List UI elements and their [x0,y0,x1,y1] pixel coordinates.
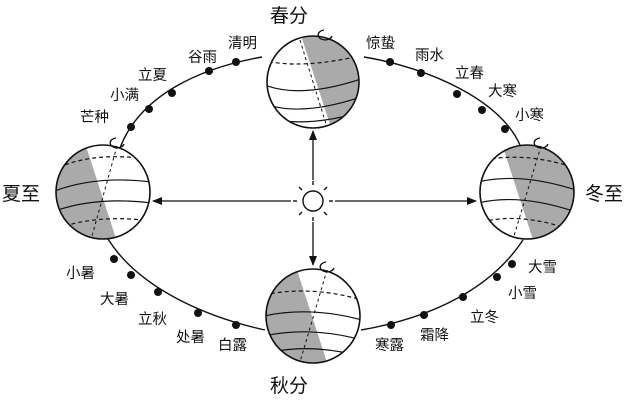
label-chushu: 处暑 [176,329,205,346]
label-dahan: 大寒 [488,82,517,100]
label-lichun: 立春 [455,65,484,82]
dot-xiaoman [145,105,153,113]
label-jingzhe: 惊蛰 [366,35,395,52]
sunlight-arrows [153,131,476,265]
dot-xiaoxue [493,273,501,281]
dot-dahan [478,106,486,114]
label-mangzhong: 芒种 [80,109,109,126]
orbit-arc-lower-left [108,239,265,330]
dot-bailu [232,321,240,329]
label-hanlu: 寒露 [375,336,404,354]
label-xiaoxue: 小雪 [508,285,537,302]
dot-chushu [194,309,202,317]
orbit-arc-upper-right [364,57,520,145]
dot-shuangjiang [420,311,428,319]
dot-hanlu [387,321,395,329]
dot-xiaoshu [110,255,118,263]
label-xiaohan: 小寒 [515,106,544,124]
dot-daxue [508,260,516,268]
dot-qingming [232,58,240,66]
label-lidong: 立冬 [470,309,499,326]
dot-jingzhe [386,58,394,66]
label-autumn-equinox: 秋分 [270,375,308,397]
label-qingming: 清明 [228,35,257,52]
dot-guyu [205,67,213,75]
dot-dashu [127,271,135,279]
dot-lixia [168,89,176,97]
label-dashu: 大暑 [100,291,129,308]
dot-xiaohan [501,125,509,133]
globe-spring-equinox [262,16,381,136]
dot-lichun [453,90,461,98]
label-xiaoshu: 小暑 [66,265,95,282]
dot-lidong [459,293,467,301]
label-liqiu: 立秋 [138,311,167,328]
dot-mangzhong [127,123,135,131]
label-daxue: 大雪 [528,259,557,276]
label-lixia: 立夏 [138,67,167,84]
label-xiaoman: 小满 [110,87,139,104]
label-winter-solstice: 冬至 [585,183,623,205]
label-yushui: 雨水 [415,47,444,64]
label-guyu: 谷雨 [188,49,217,66]
label-bailu: 白露 [218,337,247,354]
sun-icon [293,181,333,221]
label-summer-solstice: 夏至 [2,183,40,205]
label-shuangjiang: 霜降 [420,327,449,344]
dot-liqiu [154,288,162,296]
dot-yushui [417,69,425,77]
globe-summer-solstice [24,134,152,276]
label-spring-equinox: 春分 [270,5,308,27]
